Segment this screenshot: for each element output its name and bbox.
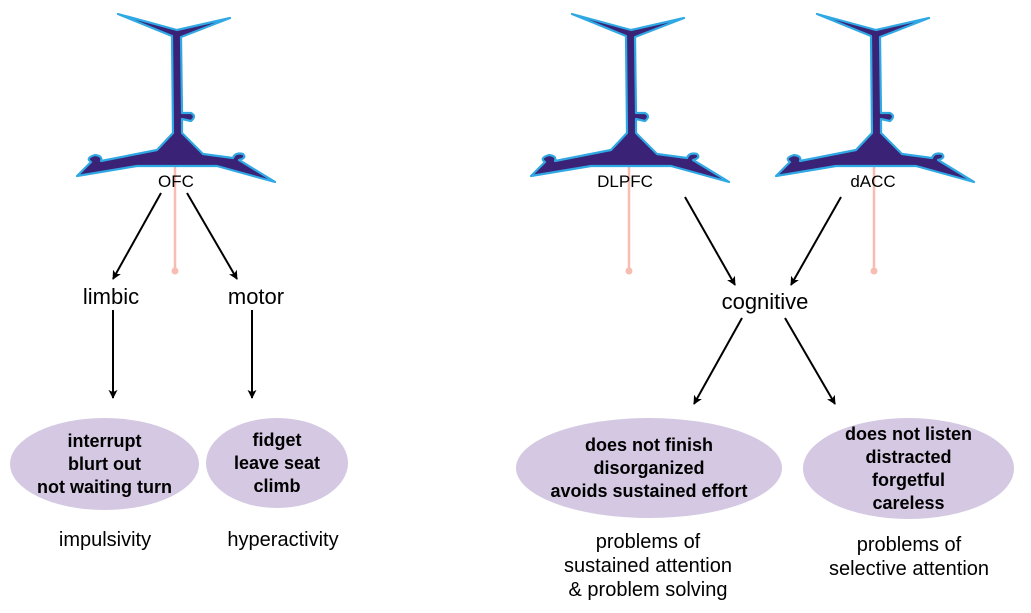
arrow-cognitive-to-sustained xyxy=(693,317,743,405)
ofc-axon xyxy=(171,164,179,275)
outcome-line: selective attention xyxy=(828,558,990,580)
ofc-neuron-icon xyxy=(75,12,277,184)
outcome-line: & problem solving xyxy=(568,579,728,601)
outcome-line: sustained attention xyxy=(564,555,732,577)
symptom-item: forgetful xyxy=(872,469,945,490)
symptom-item: fidget xyxy=(252,429,302,450)
arrow-ofc-to-limbic xyxy=(112,192,162,280)
outcome-line: hyperactivity xyxy=(227,529,339,551)
selective-attention-outcome: problems of selective attention xyxy=(829,533,989,581)
arrow-dlpfc-to-cognitive xyxy=(684,196,736,286)
dacc-axon xyxy=(870,164,878,275)
selective-attention-symptoms-ellipse: does not listen distracted forgetful car… xyxy=(803,418,1014,519)
symptom-item: does not listen xyxy=(844,423,972,444)
limbic-label: limbic xyxy=(82,284,140,309)
outcome-line: problems of xyxy=(595,531,701,553)
arrow-dacc-to-cognitive xyxy=(790,196,842,286)
symptom-item: disorganized xyxy=(593,457,705,478)
outcome-line: problems of xyxy=(856,534,962,556)
arrow-ofc-to-motor xyxy=(186,192,238,280)
impulsivity-outcome: impulsivity xyxy=(59,528,151,552)
symptom-item: careless xyxy=(872,492,945,513)
dacc-neuron-icon xyxy=(774,12,976,184)
symptom-item: leave seat xyxy=(233,452,321,473)
dlpfc-neuron-icon xyxy=(529,12,731,184)
dacc-label: dACC xyxy=(850,172,896,191)
hyperactivity-outcome: hyperactivity xyxy=(227,528,338,552)
sustained-attention-outcome: problems of sustained attention & proble… xyxy=(564,530,732,602)
cognitive-label: cognitive xyxy=(721,289,809,314)
symptom-item: distracted xyxy=(865,446,952,467)
ofc-label: OFC xyxy=(158,172,194,191)
outcome-line: impulsivity xyxy=(58,529,152,551)
sustained-attention-symptoms-ellipse: does not finish disorganized avoids sust… xyxy=(516,418,782,518)
hyperactivity-symptoms-ellipse: fidget leave seat climb xyxy=(206,418,348,508)
dlpfc-axon xyxy=(625,164,633,275)
symptom-item: interrupt xyxy=(67,430,142,451)
impulsivity-symptoms-ellipse: interrupt blurt out not waiting turn xyxy=(10,418,199,510)
dlpfc-label: DLPFC xyxy=(597,172,653,191)
motor-label: motor xyxy=(227,284,285,309)
symptom-item: avoids sustained effort xyxy=(550,480,748,501)
symptom-item: blurt out xyxy=(68,453,141,474)
symptom-item: climb xyxy=(253,475,301,496)
symptom-item: not waiting turn xyxy=(37,476,172,497)
arrow-cognitive-to-selective xyxy=(784,317,836,405)
symptom-item: does not finish xyxy=(585,434,713,455)
